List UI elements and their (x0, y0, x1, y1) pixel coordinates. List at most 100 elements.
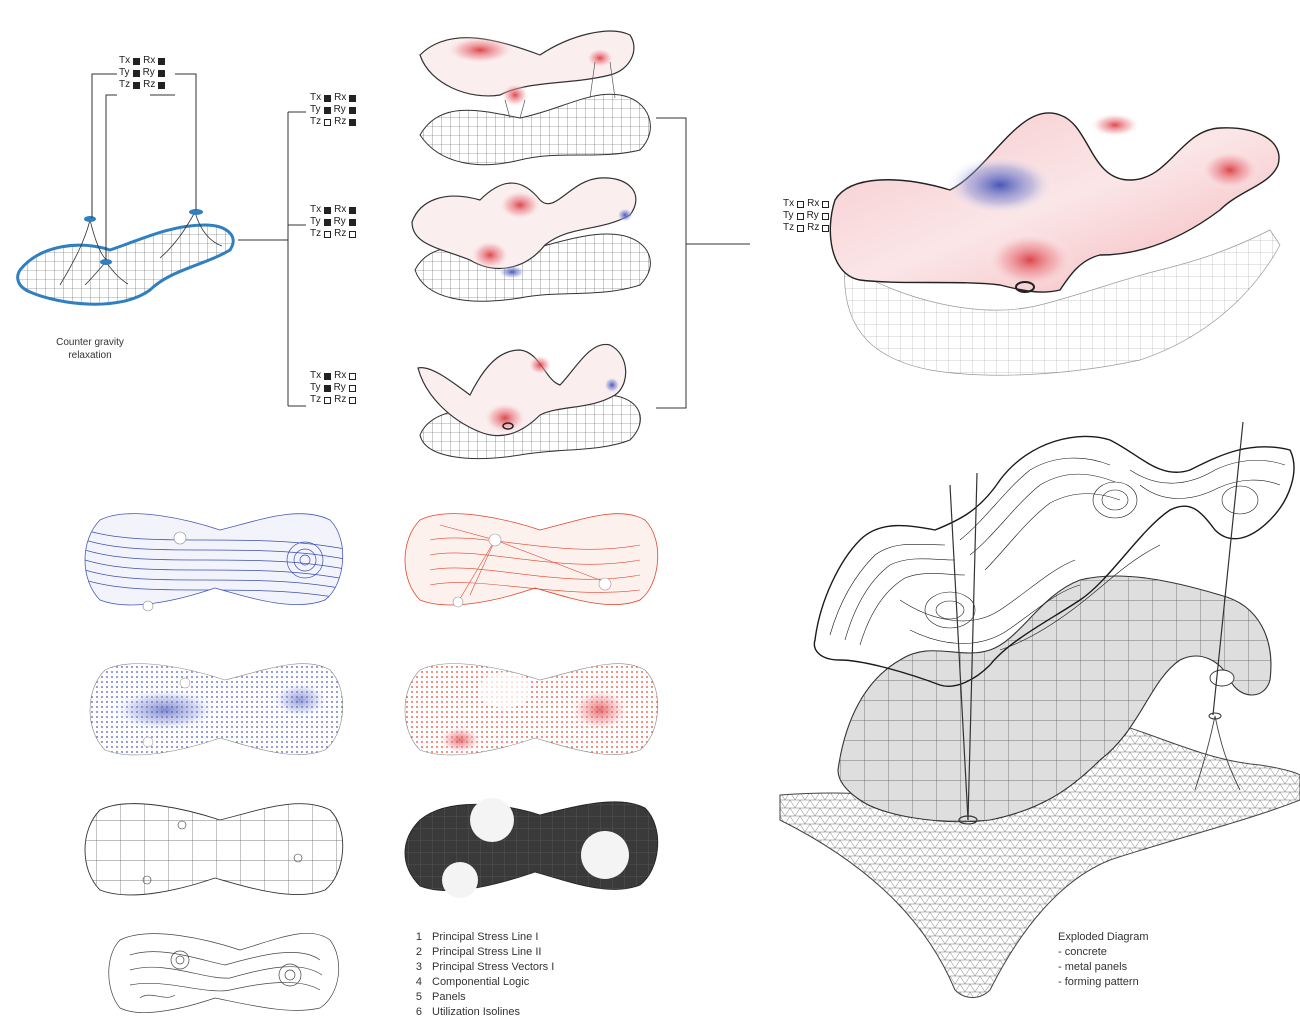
dof-translation-label: Ty (119, 67, 130, 79)
free-box-icon (797, 225, 804, 232)
dof-rotation-label: Rx (334, 92, 346, 104)
dof-translation-label: Tz (310, 394, 321, 406)
free-box-icon (324, 397, 331, 404)
analysis-stress-vectors-blue (90, 664, 343, 755)
dof-row: Tz Rz (310, 228, 356, 240)
analysis-stress-line-2 (405, 514, 658, 607)
fixed-box-icon (324, 95, 331, 102)
free-box-icon (822, 213, 829, 220)
support-ring (84, 216, 96, 222)
analysis-utilization-isolines (109, 933, 339, 1012)
dof-rotation-label: Rz (334, 394, 346, 406)
dof-rotation-label: Ry (334, 216, 346, 228)
free-box-icon (822, 225, 829, 232)
dof-rotation-label: Rx (807, 198, 819, 210)
analysis-stress-line-1 (85, 514, 350, 611)
dof-translation-label: Ty (310, 382, 321, 394)
dof-row: Ty Ry (783, 210, 829, 222)
exploded-item-forming-pattern: - forming pattern (1058, 975, 1149, 990)
dof-rotation-label: Ry (334, 104, 346, 116)
fixed-box-icon (349, 219, 356, 226)
legend-item: 1 Principal Stress Line I (412, 930, 554, 945)
branch-connector-left (238, 112, 306, 406)
dof-translation-label: Tx (310, 370, 321, 382)
analysis-componential-logic (85, 804, 343, 895)
analysis-legend: 1 Principal Stress Line I 2Principal Stre… (412, 930, 554, 1020)
variant-shell-1 (420, 31, 650, 165)
dof-translation-label: Ty (310, 104, 321, 116)
final-shell (830, 113, 1280, 375)
dof-row: Tx Rx (310, 370, 356, 382)
dof-translation-label: Tx (310, 92, 321, 104)
dof-rotation-label: Rz (143, 79, 155, 91)
dof-translation-label: Ty (310, 216, 321, 228)
legend-number: 3 (412, 960, 422, 975)
dof-translation-label: Tz (310, 116, 321, 128)
fixed-box-icon (324, 385, 331, 392)
exploded-item-concrete: - concrete (1058, 945, 1149, 960)
fixed-box-icon (324, 107, 331, 114)
dof-rotation-label: Rz (807, 222, 819, 234)
exploded-item-metal-panels: - metal panels (1058, 960, 1149, 975)
fixed-box-icon (158, 70, 165, 77)
dof-row: Ty Ry (119, 67, 165, 79)
dof-table-relaxation: TxRxTy RyTzRz (119, 55, 165, 91)
variant-shell-2 (412, 178, 650, 301)
legend-item: 2Principal Stress Line II (412, 945, 554, 960)
fixed-box-icon (324, 373, 331, 380)
fixed-box-icon (349, 107, 356, 114)
dof-rotation-label: Rz (334, 116, 346, 128)
free-box-icon (797, 201, 804, 208)
legend-label: Principal Stress Line I (432, 930, 538, 945)
free-box-icon (822, 201, 829, 208)
dof-rotation-label: Ry (807, 210, 819, 222)
exploded-title: Exploded Diagram (1058, 930, 1149, 945)
dof-table-variant-1: Tx RxTy RyTz Rz (310, 92, 356, 128)
dof-translation-label: Tz (310, 228, 321, 240)
analysis-stress-vectors-red (405, 664, 658, 755)
legend-number: 1 (412, 930, 422, 945)
fixed-box-icon (133, 82, 140, 89)
fixed-box-icon (349, 119, 356, 126)
dof-rotation-label: Rx (334, 370, 346, 382)
dof-row: Ty Ry (310, 104, 356, 116)
dof-translation-label: Tx (310, 204, 321, 216)
dof-table-variant-3: Tx RxTy RyTz Rz (310, 370, 356, 406)
dof-rotation-label: Rx (334, 204, 346, 216)
dof-rotation-label: Ry (334, 382, 346, 394)
legend-label: Utilization Isolines (432, 1005, 520, 1020)
exploded-diagram-caption: Exploded Diagram - concrete - metal pane… (1058, 930, 1149, 990)
analysis-panels (405, 798, 658, 898)
dof-rotation-label: Rz (334, 228, 346, 240)
legend-number: 5 (412, 990, 422, 1005)
relaxation-caption-line1: Counter gravity (40, 336, 140, 349)
legend-label: Principal Stress Line II (432, 945, 541, 960)
dof-row: Tx Rx (310, 204, 356, 216)
fixed-box-icon (133, 70, 140, 77)
dof-row: Tx Rx (783, 198, 829, 210)
legend-number: 4 (412, 975, 422, 990)
dof-row: Tz Rz (310, 116, 356, 128)
dof-row: Tz Rz (310, 394, 356, 406)
variant-shell-3 (418, 344, 640, 458)
dof-row: Tx Rx (310, 92, 356, 104)
dof-translation-label: Ty (783, 210, 794, 222)
relaxation-model (18, 209, 233, 304)
relaxation-caption: Counter gravity relaxation (40, 336, 140, 362)
dof-row: Ty Ry (310, 382, 356, 394)
fixed-box-icon (324, 207, 331, 214)
dof-translation-label: Tx (783, 198, 794, 210)
free-box-icon (349, 231, 356, 238)
dof-rotation-label: Ry (143, 67, 155, 79)
free-box-icon (349, 385, 356, 392)
legend-label: Componential Logic (432, 975, 529, 990)
relaxation-caption-line2: relaxation (40, 349, 140, 362)
